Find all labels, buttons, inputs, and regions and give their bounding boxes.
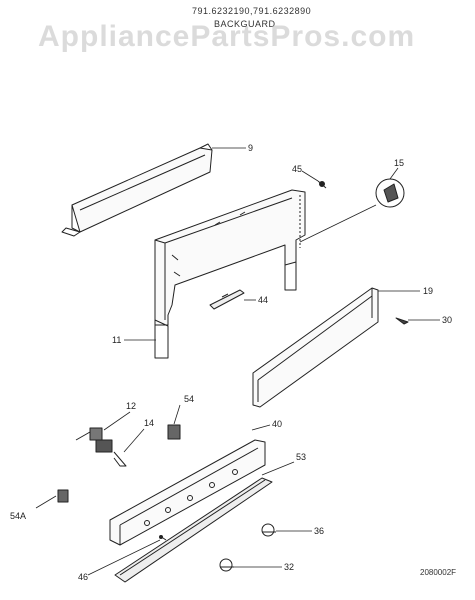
part-30-clip — [395, 317, 409, 325]
diagram-code: 2080002F — [420, 568, 457, 577]
watermark: AppliancePartsPros.com — [38, 20, 416, 53]
callout-40: 40 — [272, 419, 282, 429]
part-12-switch — [75, 427, 113, 453]
callout-46: 46 — [78, 572, 88, 582]
part-44-bracket — [209, 289, 245, 310]
callout-15: 15 — [394, 158, 404, 168]
callout-9: 9 — [248, 143, 253, 153]
part-36-lamp — [261, 523, 276, 537]
callout-53: 53 — [296, 452, 306, 462]
part-45-screw — [317, 180, 327, 189]
part-32-lamp — [219, 558, 234, 572]
leader-lines — [35, 147, 440, 576]
callout-36: 36 — [314, 526, 324, 536]
callout-14: 14 — [144, 418, 154, 428]
part-54a-holder — [57, 489, 69, 503]
part-40-control-rail — [109, 439, 266, 546]
callout-30: 30 — [442, 315, 452, 325]
callout-11: 11 — [112, 335, 121, 345]
callout-44: 44 — [258, 295, 268, 305]
section-title: BACKGUARD — [214, 19, 276, 29]
callout-54a: 54A — [10, 511, 26, 521]
callout-19: 19 — [423, 286, 433, 296]
part-15-emblem — [375, 178, 405, 208]
callout-45: 45 — [292, 164, 302, 174]
model-numbers: 791.6232190,791.6232890 — [192, 6, 312, 16]
part-14-spring — [113, 451, 127, 467]
part-19-window-panel — [252, 287, 379, 408]
callout-32: 32 — [284, 562, 294, 572]
part-54-socket — [167, 424, 181, 440]
callout-54: 54 — [184, 394, 194, 404]
part-11-backguard-frame — [154, 189, 306, 359]
part-9-trim-channel — [61, 143, 213, 237]
part-53-trim-strip — [114, 477, 273, 583]
callout-12: 12 — [126, 401, 136, 411]
part-46-screw — [159, 535, 167, 541]
callout-labels: 9 45 15 44 19 30 11 12 54 14 40 53 54A 3… — [10, 143, 452, 582]
